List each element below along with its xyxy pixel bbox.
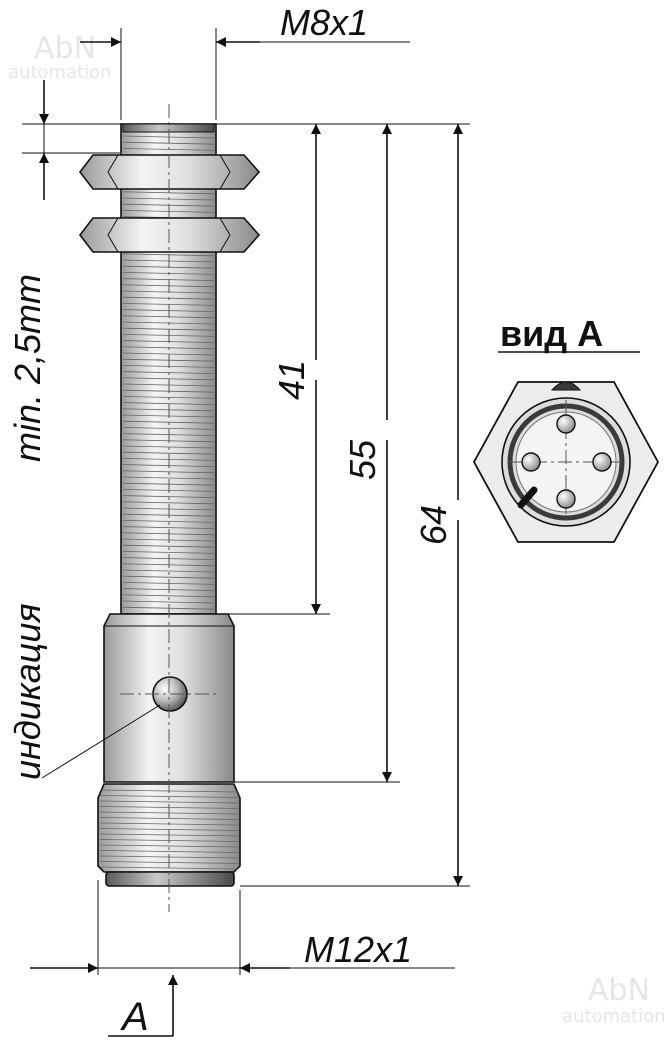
dim-bottom-thread: M12x1 [304, 929, 412, 970]
watermark-brand: AbN [34, 31, 96, 66]
dim-55: 55 [342, 439, 383, 480]
thread-line [122, 594, 215, 598]
label-indication: индикация [7, 603, 48, 780]
thread-line [122, 141, 215, 145]
pin-4-icon [556, 489, 576, 509]
view-key-notch [550, 381, 582, 391]
thread-line [122, 427, 215, 430]
dim-41: 41 [271, 360, 312, 400]
dim-64: 64 [413, 505, 454, 545]
view-a-title: вид А [500, 313, 603, 354]
watermark-bottom: AbN automation [562, 973, 666, 1027]
dim-min-gap: min. 2,5mm [7, 274, 48, 462]
thread-line [122, 451, 215, 455]
thread-line [122, 501, 215, 505]
connector-thread [97, 783, 241, 873]
thread-line [122, 470, 215, 474]
thread-line [122, 551, 215, 554]
view-a: вид А [472, 313, 660, 543]
thread-line [122, 575, 215, 579]
thread-line [122, 377, 215, 381]
label-view-arrow: A [120, 995, 149, 1039]
pin-3-icon [592, 452, 612, 472]
thread-line [99, 817, 239, 820]
dim-top-thread: M8x1 [280, 2, 368, 43]
watermark-sub: automation [562, 1006, 666, 1027]
thread-line [122, 520, 215, 523]
watermark-top: AbN automation [8, 31, 112, 83]
thread-line [122, 544, 215, 548]
connector-base [105, 871, 235, 887]
sensor-body [78, 104, 261, 912]
dimension-lines: M8x1 min. 2,5mm 41 55 64 индикация [7, 2, 470, 1039]
thread-line [122, 569, 215, 573]
thread-line [122, 476, 215, 480]
thread-line [99, 800, 239, 804]
thread-line [122, 600, 215, 604]
pin-1-icon [556, 414, 576, 434]
thread-line [122, 402, 215, 405]
thread-line [122, 495, 215, 498]
watermark-sub: automation [8, 62, 112, 83]
thread-line [99, 795, 239, 798]
pin-2-icon [521, 452, 541, 472]
watermark-brand: AbN [588, 973, 650, 1008]
thread-line [99, 844, 239, 848]
view-key-mark [517, 486, 538, 509]
thread-line [122, 526, 215, 529]
thread-line [99, 850, 239, 853]
